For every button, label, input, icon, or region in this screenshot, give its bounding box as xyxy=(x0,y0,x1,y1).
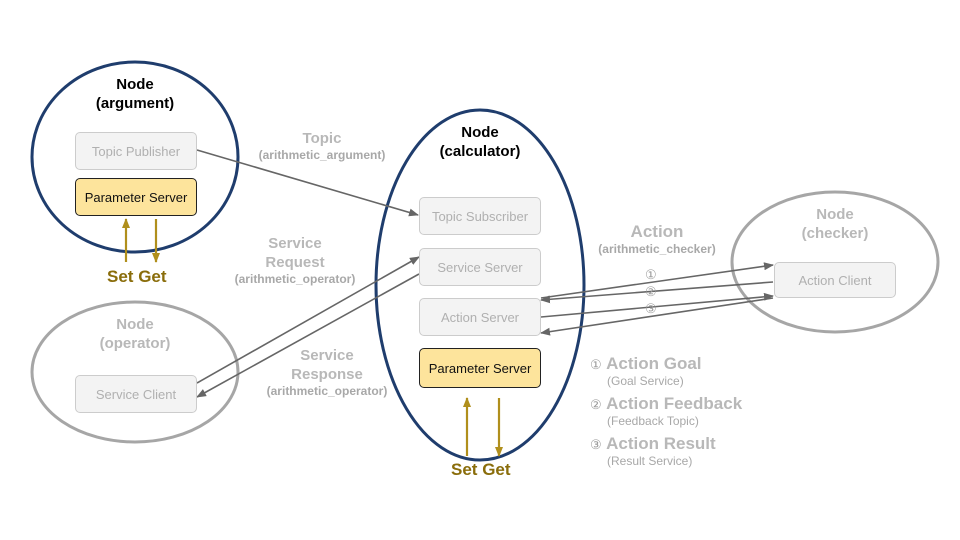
parameter-server-calculator-box[interactable]: Parameter Server xyxy=(419,348,541,388)
action-server-box[interactable]: Action Server xyxy=(419,298,541,336)
parameter-server-argument-box[interactable]: Parameter Server xyxy=(75,178,197,216)
action-return-arrow xyxy=(540,297,774,336)
topic-label-sub: (arithmetic_argument) xyxy=(258,148,386,162)
legend-item-goal: ① Action Goal (Goal Service) xyxy=(590,354,790,394)
service-request-arrow xyxy=(196,256,420,384)
action-label-sub: (arithmetic_checker) xyxy=(598,242,716,256)
service-response-title-line1: Service xyxy=(300,347,354,364)
node-operator-title: Node (operator) xyxy=(80,315,190,353)
service-request-label: Service Request (arithmetic_operator) xyxy=(210,234,380,287)
parameter-server-calculator-label: Parameter Server xyxy=(428,360,532,376)
topic-label: Topic (arithmetic_argument) xyxy=(232,129,412,163)
action-label-title: Action xyxy=(630,222,684,241)
action-marker-2: ② xyxy=(645,284,657,299)
legend-title-feedback: Action Feedback xyxy=(606,394,743,413)
get-label-argument: Get xyxy=(138,267,167,286)
service-request-title-line2: Request xyxy=(265,254,325,271)
topic-subscriber-label: Topic Subscriber xyxy=(431,208,529,224)
legend-marker-1: ① xyxy=(590,357,602,372)
service-server-box[interactable]: Service Server xyxy=(419,248,541,286)
node-calculator-title-line2: (calculator) xyxy=(439,143,521,160)
service-response-sub: (arithmetic_operator) xyxy=(266,384,388,398)
topic-subscriber-box[interactable]: Topic Subscriber xyxy=(419,197,541,235)
legend-item-feedback: ② Action Feedback (Feedback Topic) xyxy=(590,394,790,434)
node-operator-title-line2: (operator) xyxy=(99,335,171,352)
service-client-box[interactable]: Service Client xyxy=(75,375,197,413)
node-operator-ellipse xyxy=(30,300,240,444)
node-argument-ellipse xyxy=(30,60,240,254)
topic-publisher-label: Topic Publisher xyxy=(91,143,181,159)
node-checker-title-line2: (checker) xyxy=(801,225,869,242)
get-label-calculator: Get xyxy=(482,460,511,479)
set-label-argument: Set xyxy=(107,267,134,286)
node-calculator-title-line1: Node xyxy=(461,124,499,141)
service-request-title-line1: Service xyxy=(268,235,322,252)
action-marker-3: ③ xyxy=(645,301,657,316)
set-get-argument: Set Get xyxy=(107,267,167,287)
action-result-arrow xyxy=(540,292,774,318)
node-argument-title-line2: (argument) xyxy=(95,95,175,112)
action-client-label: Action Client xyxy=(798,272,872,288)
topic-label-title: Topic xyxy=(302,130,342,147)
set-label-calculator: Set xyxy=(451,460,478,479)
node-checker-title-line1: Node xyxy=(816,206,854,223)
legend-title-result: Action Result xyxy=(606,434,716,453)
node-checker-ellipse xyxy=(730,190,940,334)
legend-marker-3: ③ xyxy=(590,437,602,452)
node-operator-title-line1: Node xyxy=(116,316,154,333)
action-marker-1: ① xyxy=(645,267,657,282)
action-goal-arrow xyxy=(540,262,774,299)
service-response-arrow xyxy=(196,273,420,398)
service-server-label: Service Server xyxy=(437,259,523,275)
legend-title-goal: Action Goal xyxy=(606,354,702,373)
action-server-label: Action Server xyxy=(440,309,520,325)
legend-marker-2: ② xyxy=(590,397,602,412)
action-feedback-arrow xyxy=(540,281,774,304)
action-label: Action (arithmetic_checker) xyxy=(572,222,742,257)
topic-arrow xyxy=(196,149,419,217)
node-calculator-title: Node (calculator) xyxy=(420,123,540,161)
legend-item-result: ③ Action Result (Result Service) xyxy=(590,434,790,474)
parameter-server-argument-label: Parameter Server xyxy=(84,189,188,205)
service-request-sub: (arithmetic_operator) xyxy=(234,272,356,286)
legend-sub-feedback: (Feedback Topic) xyxy=(607,414,699,428)
legend-sub-result: (Result Service) xyxy=(607,454,693,468)
action-legend: ① Action Goal (Goal Service) ② Action Fe… xyxy=(590,354,790,474)
node-argument-title: Node (argument) xyxy=(85,75,185,113)
node-argument-title-line1: Node xyxy=(116,76,154,93)
legend-sub-goal: (Goal Service) xyxy=(607,374,684,388)
action-client-box[interactable]: Action Client xyxy=(774,262,896,298)
service-response-title-line2: Response xyxy=(291,366,363,383)
set-get-calculator: Set Get xyxy=(451,460,511,480)
topic-publisher-box[interactable]: Topic Publisher xyxy=(75,132,197,170)
node-calculator-ellipse xyxy=(374,108,586,462)
service-client-label: Service Client xyxy=(95,386,177,402)
service-response-label: Service Response (arithmetic_operator) xyxy=(242,346,412,399)
node-checker-title: Node (checker) xyxy=(780,205,890,243)
